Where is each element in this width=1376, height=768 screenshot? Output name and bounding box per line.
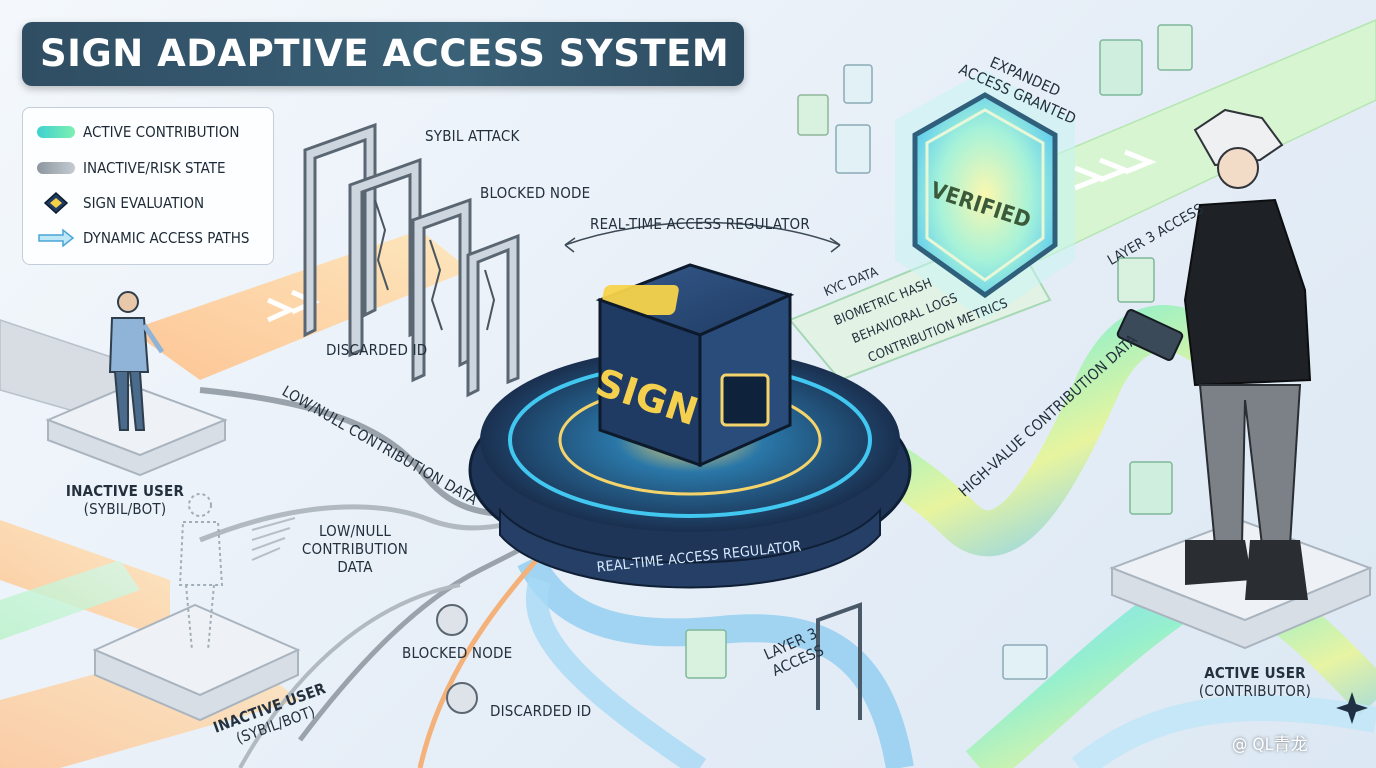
legend-item-active: ACTIVE CONTRIBUTION	[37, 121, 239, 143]
layer3-gate	[816, 602, 862, 720]
green-path-left	[0, 560, 140, 640]
watermark: @ QL青龙	[1232, 735, 1308, 755]
chat-doc-icon	[1002, 644, 1048, 680]
blocked-node-label-top: BLOCKED NODE	[480, 184, 591, 202]
discarded-id-label-bottom: DISCARDED ID	[490, 702, 592, 720]
verified-hexagon	[912, 92, 1058, 299]
legend-item-dynamic: DYNAMIC ACCESS PATHS	[37, 227, 249, 249]
active-user-title: ACTIVE USER	[1204, 664, 1306, 682]
orange-cable-1	[417, 543, 552, 768]
gray-cable-4	[238, 583, 461, 768]
regulator-label-top: REAL-TIME ACCESS REGULATOR	[590, 215, 810, 233]
blue-access-path-left	[525, 576, 707, 768]
inactive-user-figure	[108, 291, 165, 431]
shield-check-card-icon	[1129, 461, 1173, 515]
inactive-risk-swatch	[37, 162, 75, 174]
lock-card-icon	[1117, 257, 1155, 303]
check-doc-icon	[685, 629, 727, 679]
page-title: SIGN ADAPTIVE ACCESS SYSTEM	[40, 32, 730, 75]
active-contribution-swatch	[37, 126, 75, 138]
orange-active-path-top	[130, 230, 470, 380]
blocked-node-label-bottom: BLOCKED NODE	[402, 644, 513, 662]
lock-doc-icon	[1157, 24, 1193, 71]
sybil-attack-label: SYBIL ATTACK	[425, 127, 520, 145]
gate-cracks	[374, 199, 496, 331]
dynamic-path-arrow-icon	[38, 228, 75, 248]
platform-rim-band	[499, 507, 881, 589]
low-null-line: LOW/NULL	[318, 522, 392, 540]
legend-item-inactive: INACTIVE/RISK STATE	[37, 157, 226, 179]
inactive-user-title: INACTIVE USER	[65, 482, 185, 500]
blocked-node-icon	[436, 604, 468, 636]
document-icon-1	[797, 94, 829, 136]
legend-item-sign: SIGN EVALUATION	[37, 192, 204, 214]
inactive-user-label-1: INACTIVE USER (SYBIL/BOT)	[60, 482, 190, 518]
legend-label: INACTIVE/RISK STATE	[83, 159, 226, 177]
regulator-arrow	[564, 221, 841, 246]
sparkle-icon	[1336, 692, 1368, 724]
gray-cable-1	[199, 387, 531, 518]
low-null-line: CONTRIBUTION	[301, 540, 409, 558]
discarded-id-icon	[446, 682, 478, 714]
low-null-line: DATA	[337, 558, 373, 576]
low-null-data-label: LOW/NULL CONTRIBUTION DATA	[300, 522, 410, 576]
expanded-access-arrows	[1074, 149, 1157, 191]
active-user-subtitle: (CONTRIBUTOR)	[1198, 682, 1312, 700]
ghost-data-lines	[251, 517, 296, 561]
gray-cable-2	[199, 504, 531, 543]
high-value-ribbon-bottom	[1071, 694, 1376, 768]
document-icon-2	[843, 64, 873, 104]
active-user-figure	[1116, 108, 1312, 600]
legend-label: ACTIVE CONTRIBUTION	[83, 123, 240, 141]
title-banner: SIGN ADAPTIVE ACCESS SYSTEM	[22, 22, 744, 86]
discarded-id-label-top: DISCARDED ID	[326, 341, 428, 359]
inactive-user-ghost-figure	[178, 493, 224, 651]
sign-cube-port	[720, 373, 770, 427]
active-user-label: ACTIVE USER (CONTRIBUTOR)	[1185, 664, 1325, 700]
legend-box: ACTIVE CONTRIBUTION INACTIVE/RISK STATE …	[22, 107, 274, 265]
shield-doc-icon	[1099, 39, 1143, 96]
inactive-user-subtitle: (SYBIL/BOT)	[83, 500, 167, 518]
verified-hexagon-inner	[925, 108, 1045, 282]
broken-gates	[303, 122, 520, 398]
sign-evaluation-icon	[43, 192, 69, 214]
legend-label: DYNAMIC ACCESS PATHS	[83, 229, 250, 247]
legend-label: SIGN EVALUATION	[83, 194, 205, 212]
fingerprint-doc-icon	[835, 124, 871, 174]
